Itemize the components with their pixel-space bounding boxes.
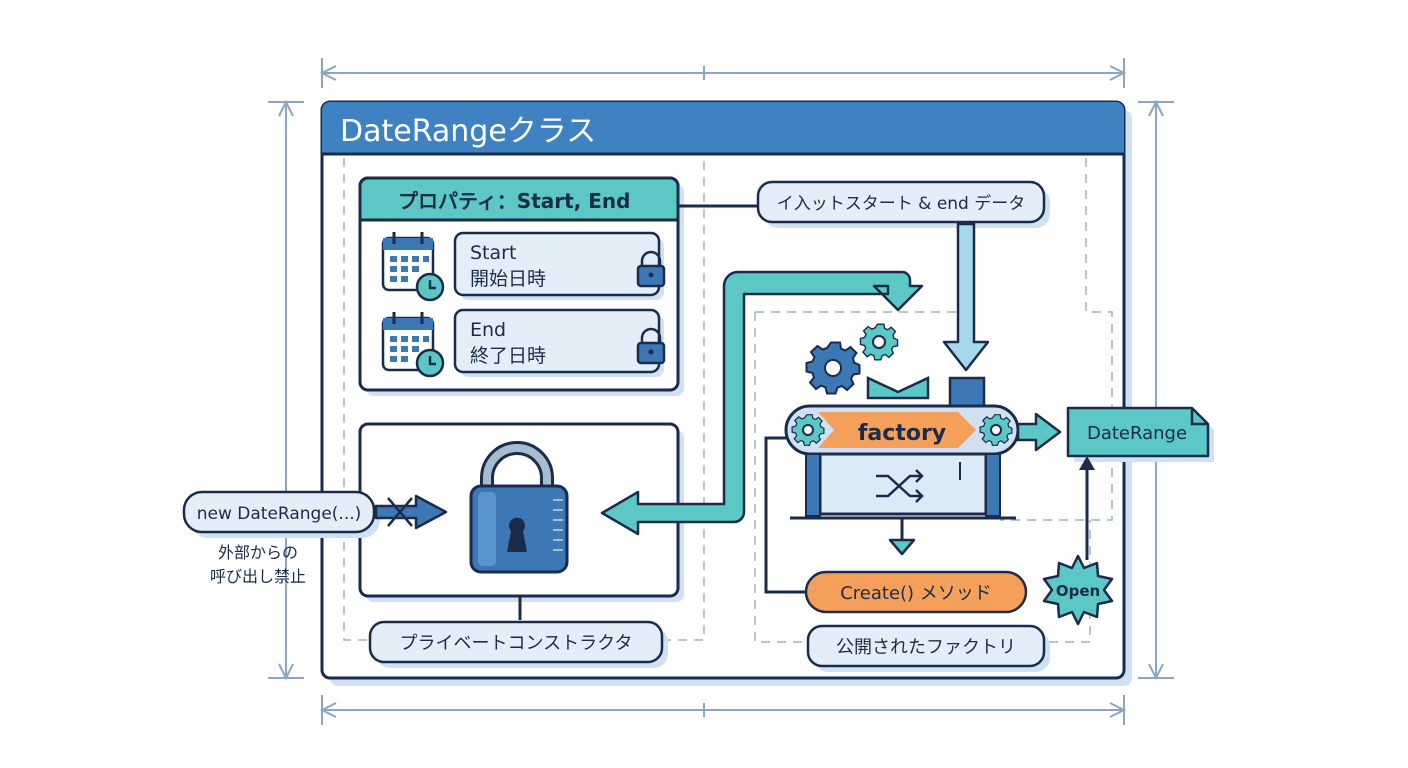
- create-method-label: Create() メソッド: [840, 583, 992, 604]
- open-badge: Open: [1056, 582, 1100, 600]
- blocked-note-line-1: 外部からの: [218, 543, 298, 562]
- big-lock-icon: [469, 441, 569, 574]
- end-property-desc: 終了日時: [470, 345, 546, 367]
- cross-icon: [387, 497, 413, 527]
- input-data-label: イ入ットスタート & end データ: [777, 193, 1026, 214]
- dimension-lines: [268, 58, 1174, 725]
- input-down-arrow: [942, 222, 990, 372]
- factory-to-constructor-arrow: [600, 270, 924, 536]
- factory-banner: factory: [858, 421, 946, 446]
- start-property-name: Start: [470, 242, 516, 264]
- private-constructor-label: プライベートコンストラクタ: [400, 633, 633, 654]
- blocked-note-line-2: 呼び出し禁止: [210, 567, 306, 586]
- shuffle-icon: [876, 469, 924, 503]
- document-icon: [1066, 406, 1210, 458]
- factory-machine: factory: [764, 323, 1020, 594]
- clock-icon: [415, 348, 445, 378]
- properties-header: プロパティ：Start, End: [398, 189, 630, 213]
- create-method-group: Create() メソッド 公開されたファクトリ: [804, 570, 1050, 672]
- calendar-icon: [381, 232, 435, 292]
- open-badge-icon: [1042, 554, 1114, 626]
- output-label: DateRange: [1087, 423, 1187, 444]
- class-title: DateRangeクラス: [340, 114, 596, 149]
- clock-icon: [415, 272, 445, 302]
- lock-icon: [636, 327, 666, 365]
- start-property-desc: 開始日時: [470, 268, 546, 290]
- public-factory-label: 公開されたファクトリ: [836, 637, 1016, 658]
- constructor-call-label: new DateRange(...): [197, 504, 362, 524]
- properties-panel: プロパティ：Start, End Start 開始日時: [358, 176, 684, 396]
- end-property-name: End: [470, 319, 506, 341]
- external-call-group: new DateRange(...) 外部からの 呼び出し禁止: [182, 490, 448, 586]
- lock-icon: [636, 250, 666, 288]
- private-constructor-panel: プライベートコンストラクタ: [358, 422, 684, 668]
- output-group: DateRange Open: [1016, 406, 1214, 626]
- blocked-arrow: [374, 494, 448, 530]
- input-data-group: イ入ットスタート & end データ: [678, 180, 1050, 372]
- output-arrow: [1016, 412, 1062, 452]
